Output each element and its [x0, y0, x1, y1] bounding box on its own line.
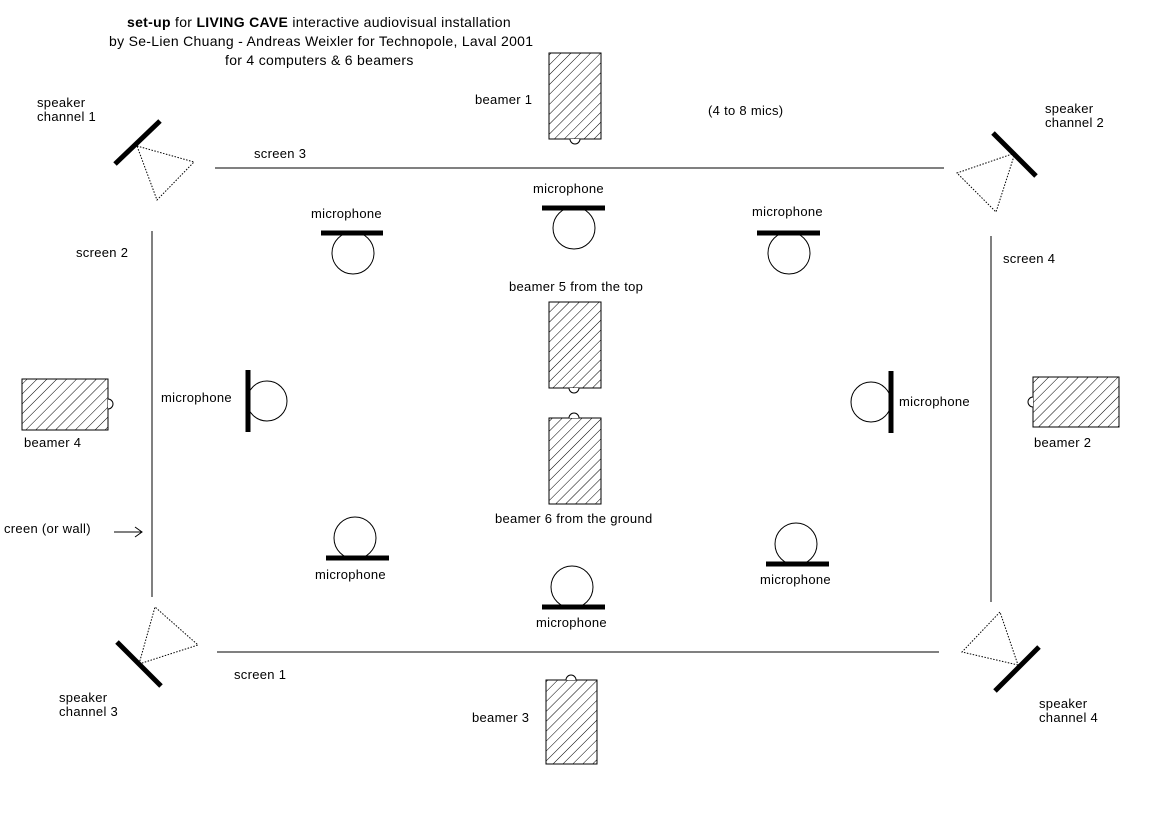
screen-1-label: screen 1: [234, 667, 286, 682]
beamer-1: [548, 52, 602, 145]
microphone-label: microphone: [533, 181, 604, 196]
beamer-6: [548, 412, 602, 505]
speaker-channel-1: [113, 119, 195, 201]
microphone-label: microphone: [161, 390, 232, 405]
speaker-2-label-b: channel 2: [1045, 115, 1104, 130]
microphone-label: microphone: [311, 206, 382, 221]
screen-3-label: screen 3: [254, 146, 306, 161]
speaker-1-label-b: channel 1: [37, 109, 96, 124]
beamer-6-label: beamer 6 from the ground: [495, 511, 653, 526]
beamer-4: [21, 378, 114, 431]
microphone-top-right: [757, 230, 820, 275]
arrow-right-icon: [114, 526, 143, 538]
microphone-top-left: [321, 230, 383, 275]
microphone-bottom-left: [326, 516, 389, 561]
speaker-channel-3: [115, 606, 199, 688]
wall-note-label: creen (or wall): [4, 521, 91, 536]
microphone-label: microphone: [536, 615, 607, 630]
title-line-1: set-up for LIVING CAVE interactive audio…: [127, 14, 511, 30]
beamer-2: [1027, 376, 1120, 428]
microphone-label: microphone: [760, 572, 831, 587]
speaker-3-label-b: channel 3: [59, 704, 118, 719]
microphone-middle-left: [245, 370, 288, 432]
speaker-2-label-a: speaker: [1045, 101, 1094, 116]
beamer-3-label: beamer 3: [472, 710, 529, 725]
beamer-1-label: beamer 1: [475, 92, 532, 107]
speaker-4-label-a: speaker: [1039, 696, 1088, 711]
microphone-label: microphone: [752, 204, 823, 219]
speaker-4-label-b: channel 4: [1039, 710, 1098, 725]
speaker-channel-4: [961, 611, 1041, 693]
beamer-2-label: beamer 2: [1034, 435, 1091, 450]
beamer-3: [545, 674, 598, 765]
speaker-1-label-a: speaker: [37, 95, 86, 110]
screen-4-label: screen 4: [1003, 251, 1055, 266]
mics-note: (4 to 8 mics): [708, 103, 783, 118]
microphone-bottom-center: [542, 565, 605, 610]
microphone-label: microphone: [899, 394, 970, 409]
speaker-channel-2: [956, 131, 1038, 213]
microphone-label: microphone: [315, 567, 386, 582]
speaker-3-label-a: speaker: [59, 690, 108, 705]
beamer-5: [548, 301, 602, 394]
microphone-top-center: [542, 205, 605, 250]
microphone-middle-right: [850, 371, 894, 433]
screen-2-label: screen 2: [76, 245, 128, 260]
title-line-3: for 4 computers & 6 beamers: [225, 52, 414, 68]
beamer-5-label: beamer 5 from the top: [509, 279, 643, 294]
title-line-2: by Se-Lien Chuang - Andreas Weixler for …: [109, 33, 533, 49]
beamer-4-label: beamer 4: [24, 435, 81, 450]
microphone-bottom-right: [766, 522, 829, 567]
